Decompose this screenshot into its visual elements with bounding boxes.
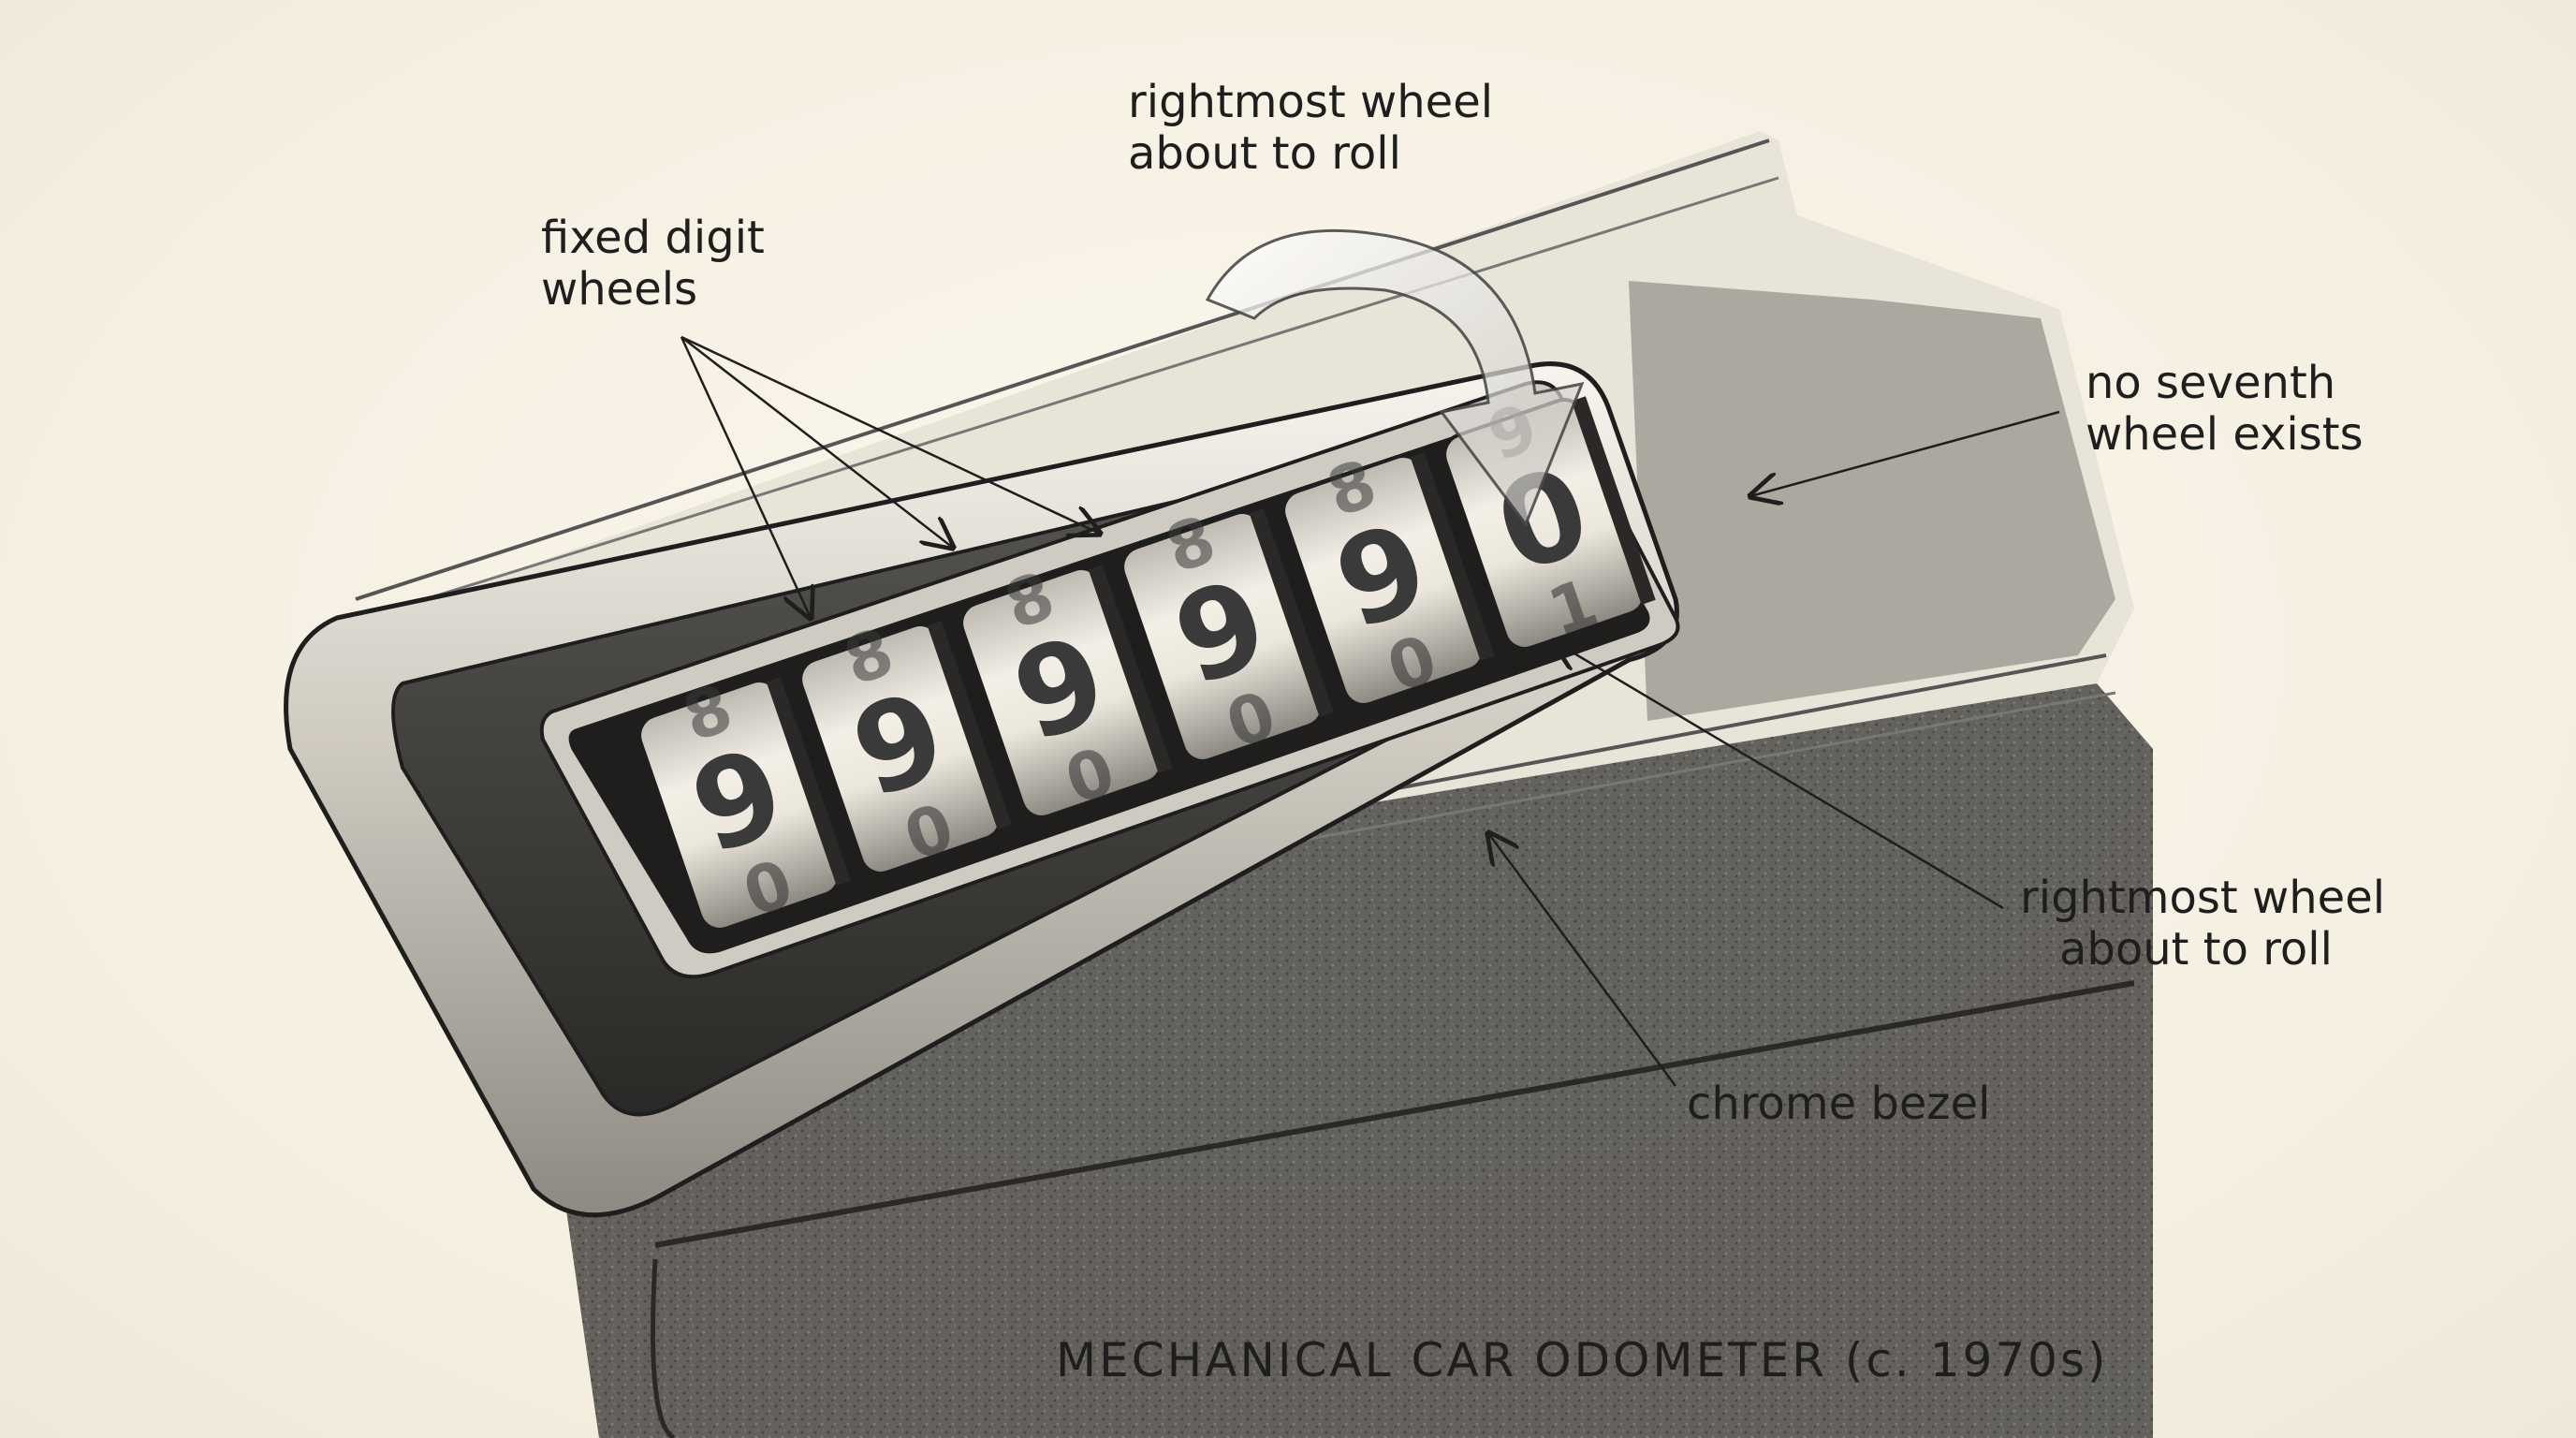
fixed-digit-wheel: 890 xyxy=(959,557,1173,820)
wheel-separator xyxy=(1410,452,1495,661)
label-rightmost-top: rightmost wheel xyxy=(1128,76,1493,128)
label-no-seventh: no seventh xyxy=(2086,357,2335,409)
leader-arrow-fixed-2 xyxy=(681,336,953,548)
dashboard-panel-edge xyxy=(651,1258,676,1438)
fixed-digit-wheel: 890 xyxy=(1120,501,1334,764)
digit-wheels: 890890890890890901 xyxy=(637,389,1656,932)
wheel-separator xyxy=(1571,396,1656,605)
wheel-separator xyxy=(927,621,1012,829)
leader-arrow-fixed-1 xyxy=(680,336,811,618)
fixed-digit-wheel: 890 xyxy=(798,613,1012,876)
label-fixed-wheels: fixed digit xyxy=(541,212,765,264)
wheel-separator xyxy=(766,677,851,886)
leader-arrow-fixed-3 xyxy=(681,335,1100,534)
wheel-separator xyxy=(1249,508,1334,717)
dashboard-panel-edge xyxy=(654,980,2135,1248)
roll-arrow xyxy=(1205,228,1585,528)
label-no-seventh-2: wheel exists xyxy=(2086,408,2364,461)
fixed-digit-wheel: 890 xyxy=(1281,445,1495,708)
wheel-separator xyxy=(1088,565,1173,773)
label-fixed-wheels-2: wheels xyxy=(541,263,697,315)
chrome-trim-line xyxy=(364,176,1779,620)
fixed-digit-wheel: 890 xyxy=(637,669,851,932)
label-rightmost-top-2: about to roll xyxy=(1128,127,1401,180)
label-chrome-bezel: chrome bezel xyxy=(1687,1078,1990,1130)
chrome-trim-line xyxy=(355,139,1770,601)
label-rightmost-lower-2: about to roll xyxy=(2059,923,2333,976)
dash-shadow xyxy=(1629,281,2115,721)
leader-arrow-bezel xyxy=(1488,833,1677,1087)
leader-arrow-seventh xyxy=(1750,410,2060,496)
illustration-title: MECHANICAL CAR ODOMETER (c. 1970s) xyxy=(1056,1333,2109,1387)
label-rightmost-lower: rightmost wheel xyxy=(2020,872,2385,924)
leader-arrow-rightmost xyxy=(1554,641,2004,910)
